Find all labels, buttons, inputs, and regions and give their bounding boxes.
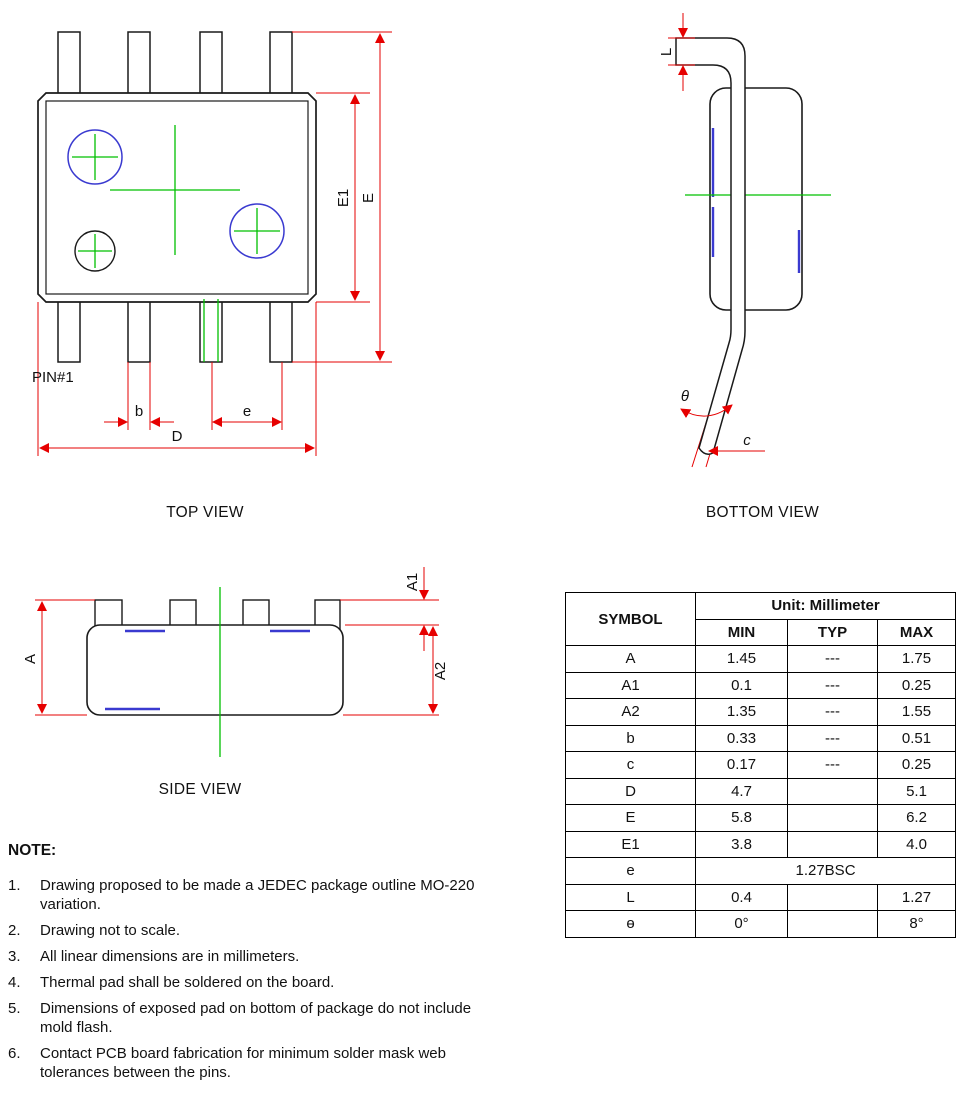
dim-label-A2: A2 xyxy=(432,662,449,680)
table-header-row-2: MIN TYP MAX xyxy=(566,618,957,646)
note-item: 2. Drawing not to scale. xyxy=(8,922,181,939)
dim-label-theta: θ xyxy=(681,388,689,405)
pin-centerline-marks xyxy=(203,299,219,362)
package-pins-top xyxy=(57,31,293,363)
center-crosshair xyxy=(110,125,240,255)
side-body-marks xyxy=(105,629,310,711)
dimension-b xyxy=(104,362,174,430)
dim-label-E1: E1 xyxy=(335,189,352,207)
dimension-E xyxy=(292,31,392,363)
package-body-profile xyxy=(709,87,803,311)
dimension-A2 xyxy=(343,626,439,716)
note-item: 1. Drawing proposed to be made a JEDEC p… xyxy=(8,877,475,913)
bottom-view-drawing: L θ c xyxy=(658,13,831,468)
dim-label-b: b xyxy=(135,403,143,420)
dim-label-A1: A1 xyxy=(404,573,421,591)
note-item: 6. Contact PCB board fabrication for min… xyxy=(8,1045,446,1081)
notes-title: NOTE: xyxy=(8,842,57,859)
dim-label-c: c xyxy=(743,432,751,449)
notes-section: NOTE: 1. Drawing proposed to be made a J… xyxy=(8,841,524,1089)
dimension-A1 xyxy=(340,567,439,651)
fiducial-circle-right xyxy=(229,203,285,259)
package-body-top xyxy=(37,92,317,303)
note-item: 3. All linear dimensions are in millimet… xyxy=(8,948,300,965)
pin1-label: PIN#1 xyxy=(32,369,74,386)
package-body-side xyxy=(86,624,344,716)
side-view-drawing: A A1 A2 xyxy=(25,567,449,757)
note-item: 4. Thermal pad shall be soldered on the … xyxy=(8,974,335,991)
dimension-A xyxy=(35,599,95,716)
dim-label-L: L xyxy=(658,48,675,56)
dim-label-e: e xyxy=(243,403,251,420)
bottom-view-caption: BOTTOM VIEW xyxy=(705,504,820,521)
table-header-row-1: SYMBOL Unit: Millimeter xyxy=(565,592,957,646)
dim-label-D: D xyxy=(172,428,183,445)
theta-angle-arc xyxy=(680,404,733,418)
dimension-e xyxy=(211,362,283,430)
max-header: MAX xyxy=(876,618,957,646)
top-view-drawing: E1 E b e D PIN#1 xyxy=(32,31,392,456)
symbol-header: SYMBOL xyxy=(565,592,696,646)
top-view-caption: TOP VIEW xyxy=(166,504,244,521)
gull-wing-lead xyxy=(675,37,746,455)
typ-header: TYP xyxy=(787,618,878,646)
dimension-L xyxy=(668,13,695,91)
side-view-caption: SIDE VIEW xyxy=(158,781,242,798)
dimension-D xyxy=(37,302,317,456)
dim-label-A: A xyxy=(25,654,39,664)
note-item: 5. Dimensions of exposed pad on bottom o… xyxy=(8,1000,472,1036)
body-edge-marks xyxy=(711,128,801,273)
fiducial-circle-top-left xyxy=(67,129,123,185)
min-header: MIN xyxy=(695,618,788,646)
dimension-E1 xyxy=(316,92,370,303)
unit-header: Unit: Millimeter xyxy=(694,592,957,620)
dim-label-E: E xyxy=(360,193,377,203)
fiducial-circle-bottom-left xyxy=(74,230,116,272)
